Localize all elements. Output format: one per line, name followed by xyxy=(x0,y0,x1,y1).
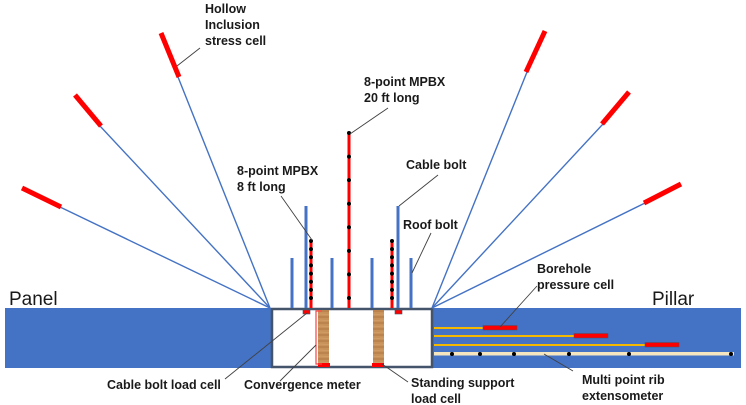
mpbx-anchor xyxy=(347,131,351,135)
mpbx-anchor xyxy=(390,271,394,276)
label-roof-bolt: Roof bolt xyxy=(403,218,459,232)
extensometer-anchor xyxy=(512,352,516,356)
mpbx-anchor xyxy=(347,272,351,277)
extensometer-anchor xyxy=(729,352,733,356)
extensometer-anchor xyxy=(450,352,454,356)
mpbx-anchor xyxy=(309,287,313,292)
left-stress-cell-boreholes xyxy=(20,32,271,309)
cable-bolt-load-cell xyxy=(302,309,311,315)
borehole-line xyxy=(59,206,271,309)
standing-support-load-cell xyxy=(372,363,384,367)
hollow-inclusion-cell xyxy=(73,93,103,128)
mpbx-anchor xyxy=(390,263,394,268)
extensometer-anchor xyxy=(478,352,482,356)
borehole-line xyxy=(99,125,271,309)
leader-cable-bolt xyxy=(398,174,439,207)
borehole-pressure-cell xyxy=(482,325,518,331)
leader-convergence-meter xyxy=(279,344,317,382)
mpbx-anchor xyxy=(390,247,394,252)
label-convergence-meter: Convergence meter xyxy=(244,378,361,392)
mpbx-anchor xyxy=(390,287,394,292)
standing-support-right xyxy=(373,310,384,365)
label-cable-bolt: Cable bolt xyxy=(406,158,467,172)
mpbx-anchor xyxy=(309,255,313,260)
panel-label: Panel xyxy=(9,289,58,310)
leader-borehole-cell xyxy=(499,285,538,328)
mpbx-anchor xyxy=(309,247,313,252)
hollow-inclusion-cell xyxy=(600,90,631,126)
borehole-line xyxy=(177,76,271,309)
mpbx-anchor xyxy=(347,201,351,206)
convergence-meter xyxy=(315,310,322,365)
extensometer-anchor xyxy=(627,352,631,356)
leader-mpbx-8 xyxy=(280,195,313,241)
borehole-pressure-cell xyxy=(573,333,609,339)
mpbx-anchor xyxy=(309,239,313,243)
entry-opening xyxy=(270,307,434,369)
leader-cable-bolt-load-cell xyxy=(224,312,308,380)
mpbx-8ft-left xyxy=(309,239,313,308)
leader-mpbx-20 xyxy=(349,107,389,135)
mpbx-anchor xyxy=(309,263,313,268)
extensometer-anchor xyxy=(567,352,571,356)
panel-strata xyxy=(5,308,271,368)
mpbx-anchor xyxy=(390,296,394,300)
right-stress-cell-boreholes xyxy=(431,29,683,309)
hollow-inclusion-cell xyxy=(158,32,182,78)
standing-support-load-cell xyxy=(318,363,330,367)
leader-rib-extensometer xyxy=(543,353,574,372)
hollow-inclusion-cell xyxy=(642,181,683,206)
mpbx-anchor xyxy=(390,279,394,284)
mpbx-anchor xyxy=(347,178,351,183)
borehole-line xyxy=(431,71,528,309)
hollow-inclusion-cell xyxy=(20,185,63,210)
roof-support-bolts xyxy=(290,206,413,308)
extensometer-rod xyxy=(434,352,734,356)
mpbx-anchor xyxy=(347,154,351,159)
mpbx-anchor xyxy=(347,296,351,300)
mpbx-20ft-center xyxy=(347,131,351,308)
mpbx-anchor xyxy=(347,248,351,253)
mpbx-anchor xyxy=(309,279,313,284)
borehole-line xyxy=(431,202,646,309)
cable-bolt-load-cell xyxy=(394,309,403,315)
mpbx-anchor xyxy=(309,296,313,300)
borehole-pressure-cell xyxy=(644,342,680,348)
leader-roof-bolt xyxy=(411,232,432,274)
leader-standing-support xyxy=(381,363,409,383)
mpbx-anchor xyxy=(390,239,394,243)
standing-support-left xyxy=(318,310,329,365)
label-cable-bolt-load-cell: Cable bolt load cell xyxy=(107,378,221,392)
mpbx-anchor xyxy=(347,225,351,230)
borehole-line xyxy=(431,123,604,309)
mpbx-8ft-right xyxy=(390,239,394,308)
rib-extensometer xyxy=(434,352,734,356)
borehole-pressure-cells xyxy=(434,325,680,348)
mpbx-anchor xyxy=(390,255,394,260)
hollow-inclusion-cell xyxy=(523,29,548,74)
pillar-label: Pillar xyxy=(652,289,695,310)
leader-hollow-inclusion xyxy=(176,47,201,67)
mpbx-anchor xyxy=(309,271,313,276)
